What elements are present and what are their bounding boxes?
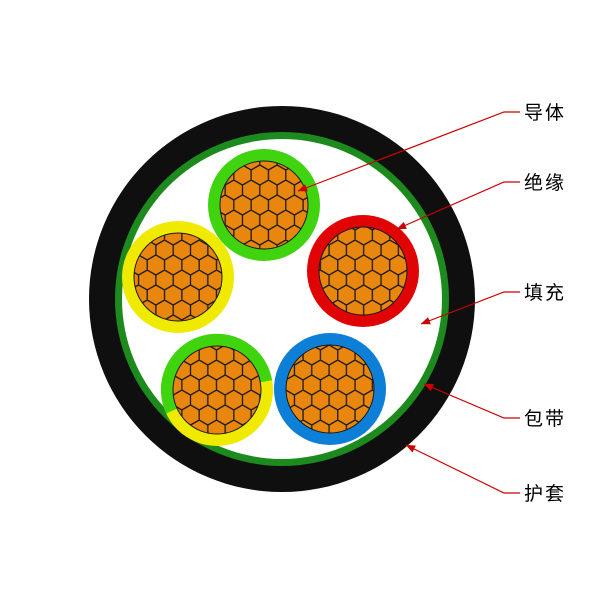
core-left-conductor [133,232,223,322]
core-bottomleft-yellow-green [160,333,273,446]
label-insulation: 绝缘 [524,172,566,194]
core-bottomright-conductor [285,344,375,434]
leader-lines [297,111,520,494]
core-bottomright-blue [274,333,386,445]
label-filling: 填充 [524,282,566,304]
conductor-leader-line [297,111,520,192]
labels: 导体 绝缘 填充 包带 护套 [524,102,566,505]
tape-leader-line [423,383,520,419]
core-top-green [208,149,320,261]
cores [122,149,419,446]
filling-leader-line [420,291,520,325]
core-right-red [307,215,419,327]
insulation-leader-line [396,181,520,230]
label-conductor: 导体 [524,102,566,124]
core-right-conductor [318,226,408,316]
core-bottomleft-green-stripe [160,333,273,414]
sheath-leader-line [405,444,520,494]
core-top-conductor [219,160,309,250]
core-bottomleft-conductor [172,345,262,435]
label-sheath: 护套 [524,483,566,505]
label-tape: 包带 [524,408,566,430]
core-left-yellow [122,221,234,333]
